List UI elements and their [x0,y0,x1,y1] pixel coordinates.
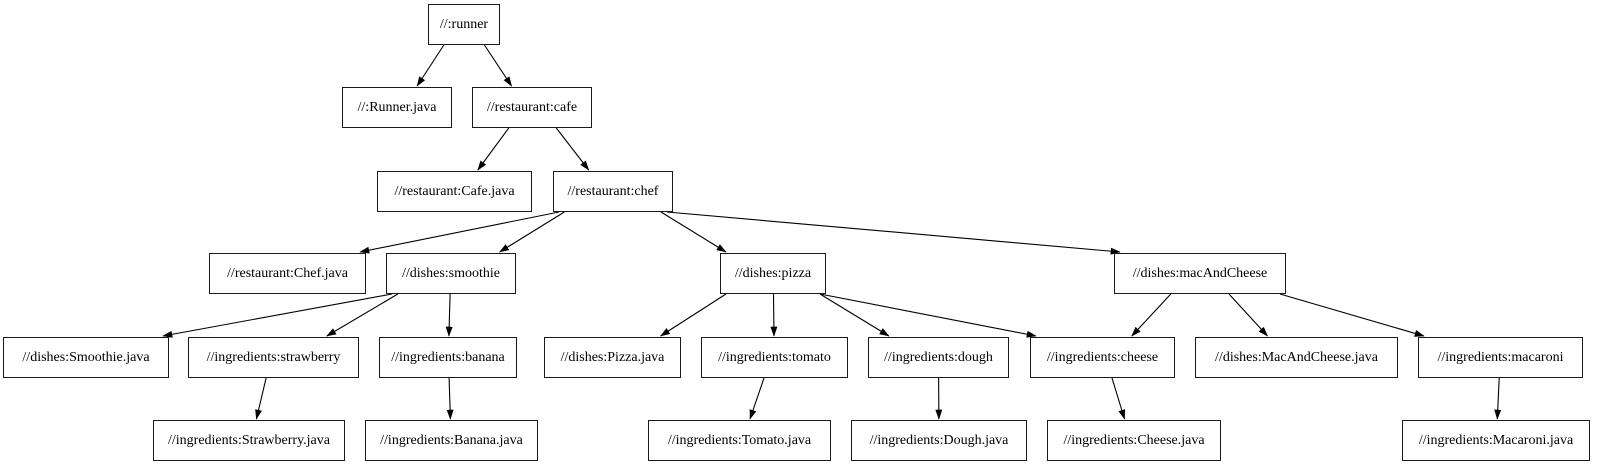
graph-edge-smoothie-to-strawberry [326,293,399,337]
graph-edge-macaroni-to-macaroni_java [1494,377,1502,420]
graph-edge-chef-to-pizza [660,211,727,253]
graph-edge-chef-to-chef_java [359,211,560,254]
graph-edge-smoothie-to-banana [445,293,453,337]
graph-node-dough: //ingredients:dough [868,337,1009,378]
graph-node-cafe: //restaurant:cafe [472,87,592,128]
graph-node-macaroni: //ingredients:macaroni [1418,337,1583,378]
graph-edge-runner-to-runner_java [416,44,445,87]
graph-edge-pizza-to-dough [819,293,890,337]
graph-edge-tomato-to-tomato_java [749,377,765,420]
graph-edge-macandcheese-to-cheese [1131,293,1172,337]
graph-edge-chef-to-smoothie [499,211,565,253]
graph-edge-cheese-to-cheese_java [1111,377,1126,420]
graph-node-chef: //restaurant:chef [553,171,673,212]
graph-node-banana: //ingredients:banana [379,337,517,378]
graph-edge-chef-to-macandcheese [666,211,1121,255]
graph-node-smoothie_java: //dishes:Smoothie.java [3,337,169,378]
graph-node-pizza: //dishes:pizza [720,253,826,294]
graph-edge-pizza-to-tomato [770,293,778,337]
graph-edge-pizza-to-cheese [819,293,1037,338]
graph-edge-cafe-to-cafe_java [477,127,510,171]
graph-node-cafe_java: //restaurant:Cafe.java [377,171,532,212]
graph-node-strawberry: //ingredients:strawberry [188,337,359,378]
graph-node-runner: //:runner [428,4,500,45]
graph-node-pizza_java: //dishes:Pizza.java [544,337,681,378]
graph-edge-cafe-to-chef [555,127,590,171]
graph-edge-macandcheese-to-macandcheese_java [1228,293,1268,337]
graph-node-cheese: //ingredients:cheese [1030,337,1175,378]
graph-node-runner_java: //:Runner.java [342,87,452,128]
graph-node-macaroni_java: //ingredients:Macaroni.java [1402,420,1590,461]
graph-node-tomato: //ingredients:tomato [701,337,848,378]
graph-edge-runner-to-cafe [483,44,513,87]
graph-edge-banana-to-banana_java [446,377,454,420]
graph-node-chef_java: //restaurant:Chef.java [209,253,366,294]
graph-node-smoothie: //dishes:smoothie [386,253,516,294]
graph-node-tomato_java: //ingredients:Tomato.java [648,420,831,461]
graph-node-macandcheese_java: //dishes:MacAndCheese.java [1195,337,1398,378]
graph-node-strawberry_java: //ingredients:Strawberry.java [153,420,345,461]
graph-node-banana_java: //ingredients:Banana.java [365,420,538,461]
graph-edge-macandcheese-to-macaroni [1279,293,1425,337]
graph-node-macandcheese: //dishes:macAndCheese [1114,253,1286,294]
graph-node-dough_java: //ingredients:Dough.java [851,420,1027,461]
graph-edge-pizza-to-pizza_java [660,293,727,337]
graph-node-cheese_java: //ingredients:Cheese.java [1047,420,1221,461]
graph-edge-strawberry-to-strawberry_java [255,377,267,420]
graph-edge-smoothie-to-smoothie_java [162,293,393,338]
